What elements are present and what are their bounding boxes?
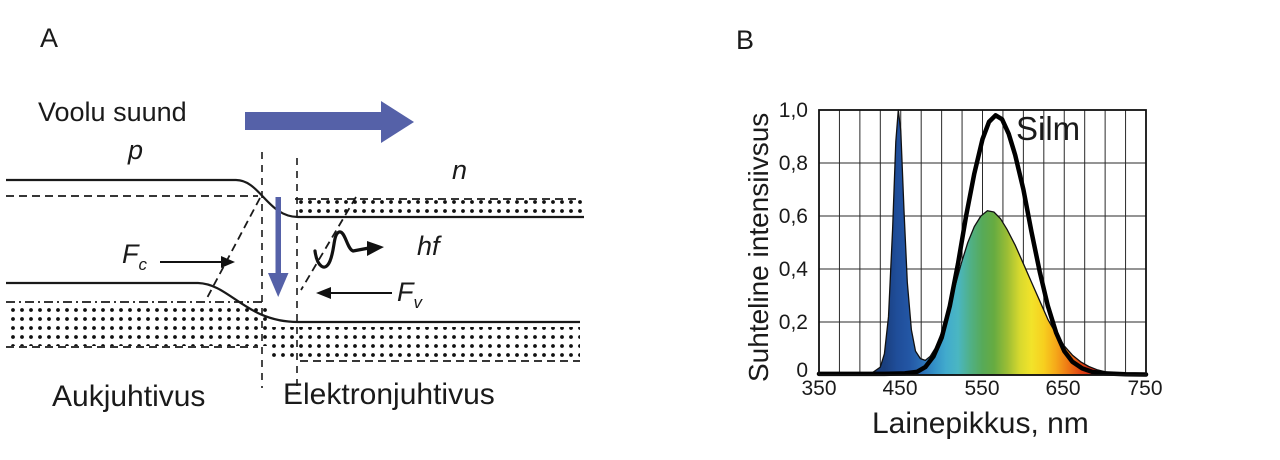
spectrum-chart <box>816 109 1149 377</box>
x-tick-450: 450 <box>882 377 918 400</box>
y-tick-0_2: 0,2 <box>778 311 808 334</box>
electron-conduction-label: Elektronjuhtivus <box>283 378 495 411</box>
hole-conduction-label: Aukjuhtivus <box>52 380 206 413</box>
conduction-band-edge <box>6 178 584 219</box>
fc-arrow-head <box>221 256 235 268</box>
current-arrow-head <box>381 101 414 143</box>
current-direction-label: Voolu suund <box>38 97 187 127</box>
n-region-label: n <box>452 155 468 185</box>
electron-states-dots-n <box>296 200 582 216</box>
chart-grid <box>819 110 1146 375</box>
fc-label: Fc <box>122 240 147 274</box>
photon-energy-label: hf <box>417 231 440 261</box>
fv-arrow-head <box>316 287 331 299</box>
fc-label-sub: c <box>138 255 148 274</box>
y-tick-0_4: 0,4 <box>778 258 808 281</box>
x-tick-750: 750 <box>1127 377 1163 400</box>
recombination-arrow-head <box>268 273 289 297</box>
fv-label-sub: v <box>413 293 423 312</box>
fc-label-main: F <box>122 239 139 269</box>
x-tick-350: 350 <box>801 377 837 400</box>
fv-label: Fv <box>397 278 422 312</box>
plot-border <box>818 109 1147 376</box>
x-tick-650: 650 <box>1045 377 1081 400</box>
y-tick-0_6: 0,6 <box>778 205 808 228</box>
valence-states-dots-p <box>6 306 270 346</box>
fv-label-main: F <box>397 277 414 307</box>
panel-b-label: B <box>736 25 755 55</box>
x-tick-550: 550 <box>964 377 1000 400</box>
current-arrow-shaft <box>245 112 383 130</box>
recombination-arrow-shaft <box>275 197 281 275</box>
chart-border <box>818 109 1147 376</box>
panel-a-label: A <box>40 23 59 53</box>
y-tick-1_0: 1,0 <box>778 99 808 122</box>
band-diagram <box>6 101 584 394</box>
photon-squiggle <box>313 230 371 269</box>
eye-sensitivity-curve <box>816 113 1149 377</box>
fermi-diagonal-left <box>206 197 261 299</box>
x-axis-label: Lainepikkus, nm <box>872 407 1089 440</box>
eye-curve-label: Silm <box>1016 110 1081 147</box>
photon-arrow-head <box>367 241 384 256</box>
led-spectrum-area <box>818 109 1147 376</box>
valence-states-dots-n <box>270 327 580 360</box>
p-region-label: p <box>128 135 144 165</box>
y-tick-0: 0 <box>796 359 808 382</box>
chart-series <box>816 109 1149 377</box>
y-tick-0_8: 0,8 <box>778 152 808 175</box>
